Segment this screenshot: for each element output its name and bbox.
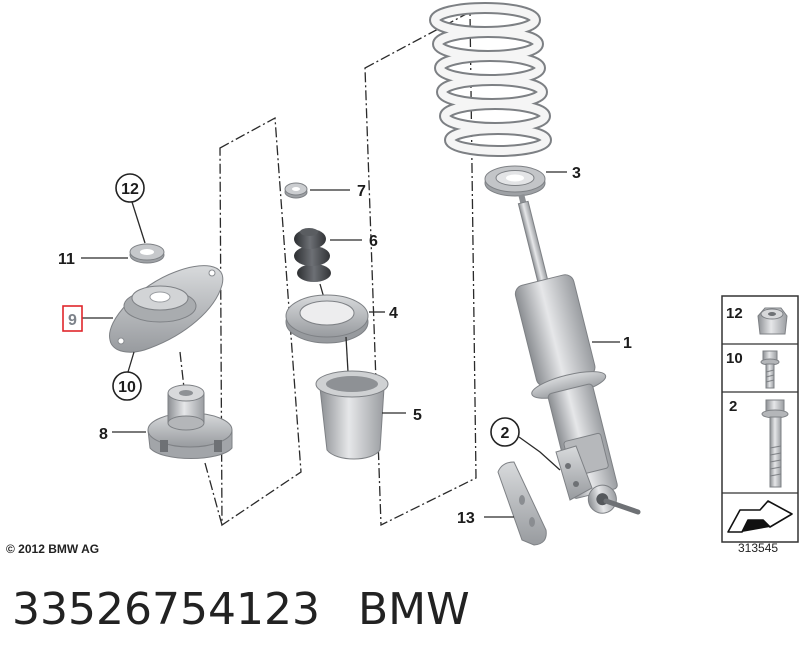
legend-label-long-bolt: 2 bbox=[729, 398, 737, 415]
spring-pad bbox=[484, 165, 546, 197]
long-bolt-icon bbox=[761, 399, 789, 488]
strut-clamp-bracket bbox=[555, 445, 593, 501]
bump-stop bbox=[294, 228, 331, 282]
nut-icon bbox=[757, 307, 788, 335]
strut-group-outline bbox=[364, 10, 477, 527]
callout-2-circle bbox=[490, 417, 520, 447]
mount-washer bbox=[129, 243, 165, 264]
callout-10-label: 10 bbox=[118, 379, 136, 396]
part-number: 33526754123 bbox=[12, 584, 320, 635]
callout-6-label: 6 bbox=[369, 233, 378, 250]
ring-to-boot-line bbox=[345, 336, 349, 373]
coil-spring bbox=[429, 2, 552, 157]
callout-1-label: 1 bbox=[623, 335, 632, 352]
copyright-notice: © 2012 BMW AG bbox=[6, 542, 99, 556]
callout-2-label: 2 bbox=[501, 425, 510, 442]
support-ring bbox=[285, 294, 369, 344]
callout-12-leader bbox=[131, 201, 146, 244]
callout-12-circle bbox=[115, 173, 145, 203]
short-bolt-icon bbox=[760, 350, 780, 389]
callout-9-highlight-box bbox=[62, 305, 83, 332]
callout-10-circle bbox=[112, 371, 142, 401]
strut-eye-bolt bbox=[603, 498, 641, 515]
callout-13-label: 13 bbox=[457, 510, 475, 527]
legend-label-short-bolt: 10 bbox=[726, 350, 743, 367]
bracket-bolt-icon bbox=[565, 463, 571, 469]
washer bbox=[284, 182, 308, 199]
callout-8-label: 8 bbox=[99, 426, 108, 443]
legend-label-nut: 12 bbox=[726, 305, 743, 322]
drawing-number: 313545 bbox=[738, 541, 778, 555]
callout-10-leader bbox=[127, 351, 135, 373]
fastener-legend: 12 10 2 bbox=[721, 295, 799, 543]
callout-9-label: 9 bbox=[68, 312, 77, 329]
callout-12-label: 12 bbox=[121, 181, 139, 198]
dust-boot bbox=[315, 370, 389, 460]
spring-support bbox=[147, 384, 233, 459]
brand-name: BMW bbox=[358, 584, 470, 635]
callout-11-label: 11 bbox=[58, 251, 75, 268]
mount-to-support-link bbox=[179, 351, 185, 389]
bracket-bolt-icon bbox=[573, 481, 579, 487]
mount-group-outline bbox=[219, 116, 302, 527]
top-mount bbox=[109, 265, 224, 353]
exploded-parts-diagram: 3 1 13 2 7 6 bbox=[6, 2, 799, 556]
callout-5-label: 5 bbox=[413, 407, 422, 424]
callout-2-leader bbox=[518, 436, 561, 471]
callout-3-label: 3 bbox=[572, 165, 581, 182]
callout-4-label: 4 bbox=[389, 305, 398, 322]
support-group-link bbox=[204, 462, 223, 526]
direction-arrow-icon bbox=[727, 500, 793, 533]
callout-7-label: 7 bbox=[357, 183, 366, 200]
